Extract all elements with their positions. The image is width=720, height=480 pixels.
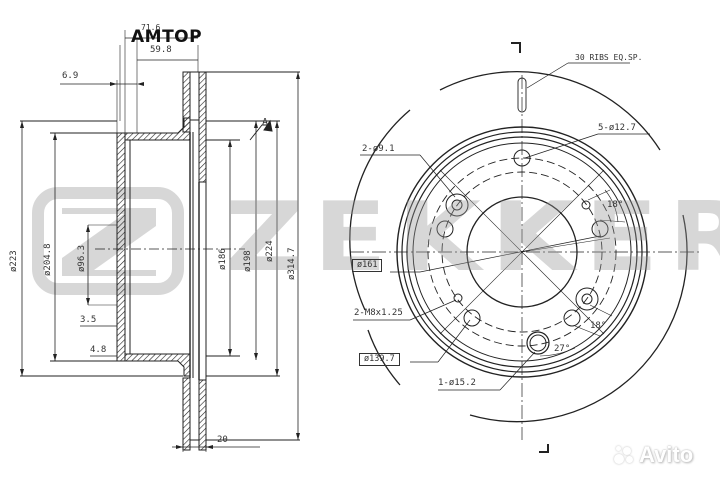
dim-dia-198: ø198 [243, 250, 253, 272]
holes-12-7-label: 5-ø12.7 [598, 123, 636, 133]
hole-15-2-label: 1-ø15.2 [438, 378, 476, 388]
avito-watermark: Avito [614, 444, 693, 466]
hub-wall-hatch [116, 132, 126, 362]
watermark-logo [32, 187, 184, 295]
front-view [349, 42, 700, 453]
holes-9-1-label: 2-ø9.1 [362, 144, 395, 154]
dim-dia-186: ø186 [218, 248, 228, 270]
angle-18-top: 18° [607, 200, 624, 210]
avito-dots-icon [614, 445, 636, 465]
dim-dia-96-3: ø96.3 [77, 244, 87, 272]
pcd-139-7-label: ø139.7 [359, 353, 400, 366]
dimension-arrows [20, 72, 300, 449]
dim-thickness-20: 20 [217, 435, 228, 445]
ribs-label: 30 RIBS EQ.SP. [575, 53, 643, 62]
dim-dia-204-8: ø204.8 [43, 243, 53, 276]
pcd-161-label: ø161 [352, 259, 383, 272]
angle-18-bottom: 18° [590, 321, 607, 331]
threads-label: 2-M8x1.25 [354, 308, 403, 318]
dim-top-small: 71.6 [141, 23, 161, 32]
dim-dia-314-7: ø314.7 [287, 247, 297, 280]
watermark-text: ZEKKERT [225, 183, 720, 294]
brand-logo: AMTOP [131, 27, 203, 47]
section-view [20, 30, 300, 452]
dim-6-9: 6.9 [62, 71, 79, 81]
dim-59-8: 59.8 [150, 45, 172, 55]
avito-text: Avito [639, 442, 694, 467]
dim-4-8: 4.8 [90, 345, 107, 355]
dim-dia-223: ø223 [9, 250, 19, 272]
dim-dia-224: ø224 [265, 240, 275, 262]
dim-3-5: 3.5 [80, 315, 97, 325]
angle-27: 27° [554, 344, 571, 354]
datum-a-label: A [262, 117, 269, 128]
